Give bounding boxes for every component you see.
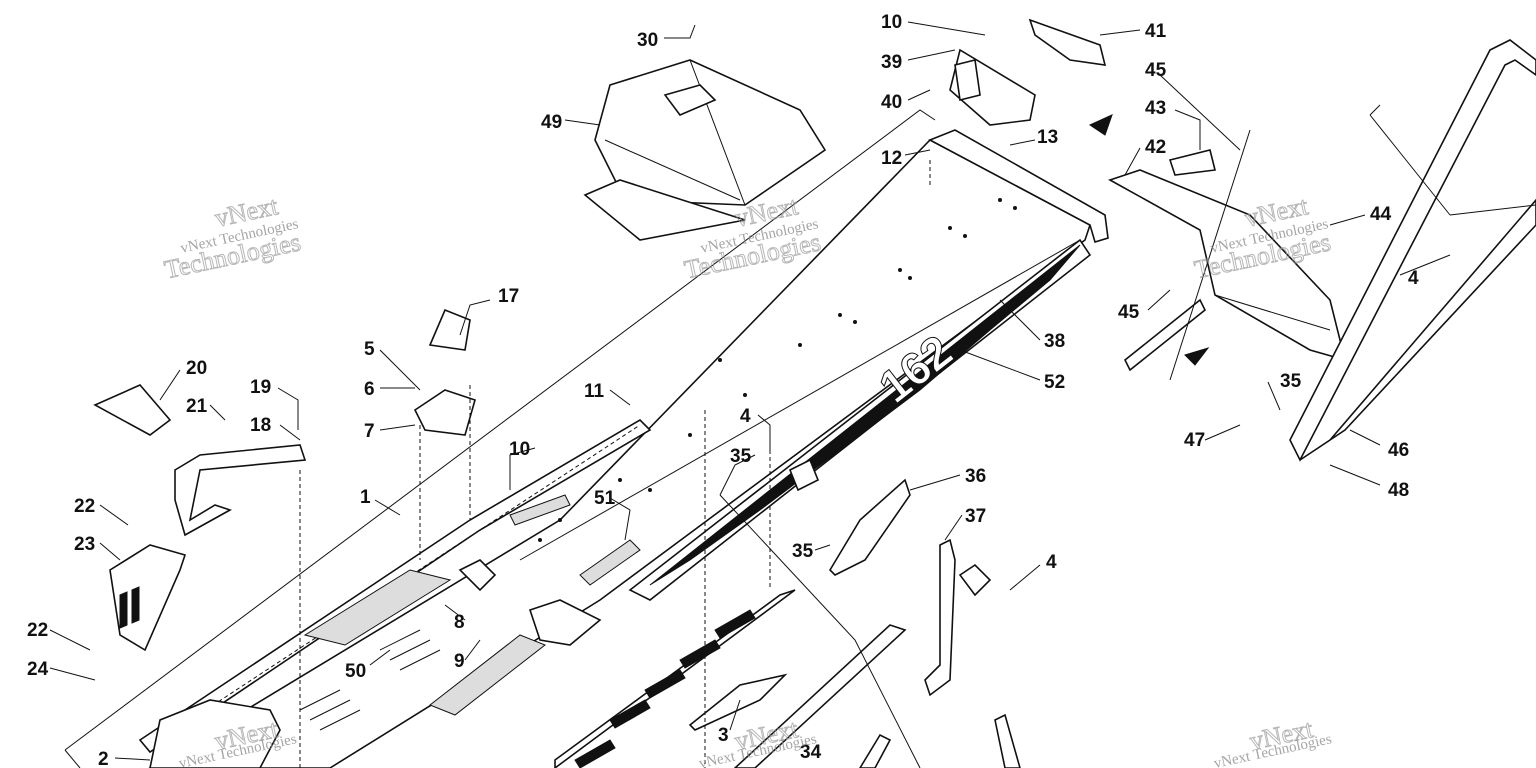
lower-rails: [149, 599, 1021, 768]
direction-arrow-top: [1088, 114, 1113, 136]
callout-labels: 30 49 10 39 40 12 13 41 45 43 42 44 4 45…: [27, 12, 1419, 768]
callout-52: 52: [1044, 372, 1065, 393]
callout-5: 5: [364, 339, 375, 360]
callout-13: 13: [1037, 127, 1058, 148]
snowflap-assembly: [1108, 149, 1347, 372]
grip-pad-left: [303, 569, 452, 646]
leader-lines: [49, 21, 1451, 768]
hitch-assembly: [828, 478, 992, 697]
callout-2: 2: [98, 749, 109, 768]
grip-pad-51a: [509, 494, 571, 526]
callout-21: 21: [186, 396, 208, 417]
callout-23: 23: [74, 534, 95, 555]
callout-39: 39: [881, 52, 902, 73]
callout-35: 35: [1280, 371, 1302, 392]
callout-38: 38: [1044, 331, 1065, 352]
callout-48: 48: [1388, 480, 1409, 501]
decal-window: [788, 458, 820, 492]
callout-1: 1: [360, 487, 371, 508]
running-board-slots: [574, 609, 756, 768]
callout-41: 41: [1145, 21, 1167, 42]
callout-40: 40: [881, 92, 902, 113]
callout-35-low: 35: [792, 541, 814, 562]
front-bracket-group: [93, 384, 307, 652]
callout-11: 11: [584, 381, 605, 402]
callout-50: 50: [345, 661, 366, 682]
grip-pad-51b: [579, 539, 641, 586]
callout-4-right: 4: [1046, 552, 1057, 573]
callout-37: 37: [965, 506, 986, 527]
callout-4-center: 4: [740, 406, 751, 427]
callout-9: 9: [454, 651, 465, 672]
callout-35-center: 35: [730, 446, 752, 467]
tunnel-assembly: 1 6 2: [64, 109, 1109, 768]
callout-45: 45: [1145, 60, 1167, 81]
callout-46: 46: [1388, 440, 1409, 461]
direction-arrow-bottom: [1184, 347, 1210, 366]
grip-pad-right: [429, 634, 546, 716]
callout-10: 10: [881, 12, 902, 33]
callout-4: 4: [1408, 268, 1419, 289]
rear-bumper: [1289, 39, 1536, 462]
callout-20: 20: [186, 358, 207, 379]
deck-holes: [538, 198, 1017, 542]
callout-3: 3: [718, 725, 729, 746]
callout-45-lower: 45: [1118, 302, 1140, 323]
callout-17: 17: [498, 286, 519, 307]
callout-22: 22: [74, 496, 95, 517]
callout-24: 24: [27, 659, 49, 680]
callout-47: 47: [1184, 430, 1205, 451]
callout-51: 51: [594, 488, 616, 509]
callout-18: 18: [250, 415, 271, 436]
callout-22-lower: 22: [27, 620, 48, 641]
callout-42: 42: [1145, 137, 1166, 158]
callout-8: 8: [454, 612, 465, 633]
tail-light-housing: [949, 18, 1107, 126]
callout-6: 6: [364, 379, 375, 400]
callout-30: 30: [637, 30, 658, 51]
callout-44: 44: [1370, 204, 1392, 225]
callout-7: 7: [364, 421, 375, 442]
callout-43: 43: [1145, 98, 1166, 119]
callout-10-lower: 10: [509, 439, 530, 460]
center-bracket-group: [413, 308, 497, 592]
tunnel-slots: [299, 629, 441, 731]
storage-bag: [583, 59, 827, 241]
callout-19: 19: [250, 377, 271, 398]
callout-34: 34: [800, 742, 822, 763]
callout-36: 36: [965, 466, 986, 487]
callout-12: 12: [881, 148, 902, 169]
callout-49: 49: [541, 112, 562, 133]
